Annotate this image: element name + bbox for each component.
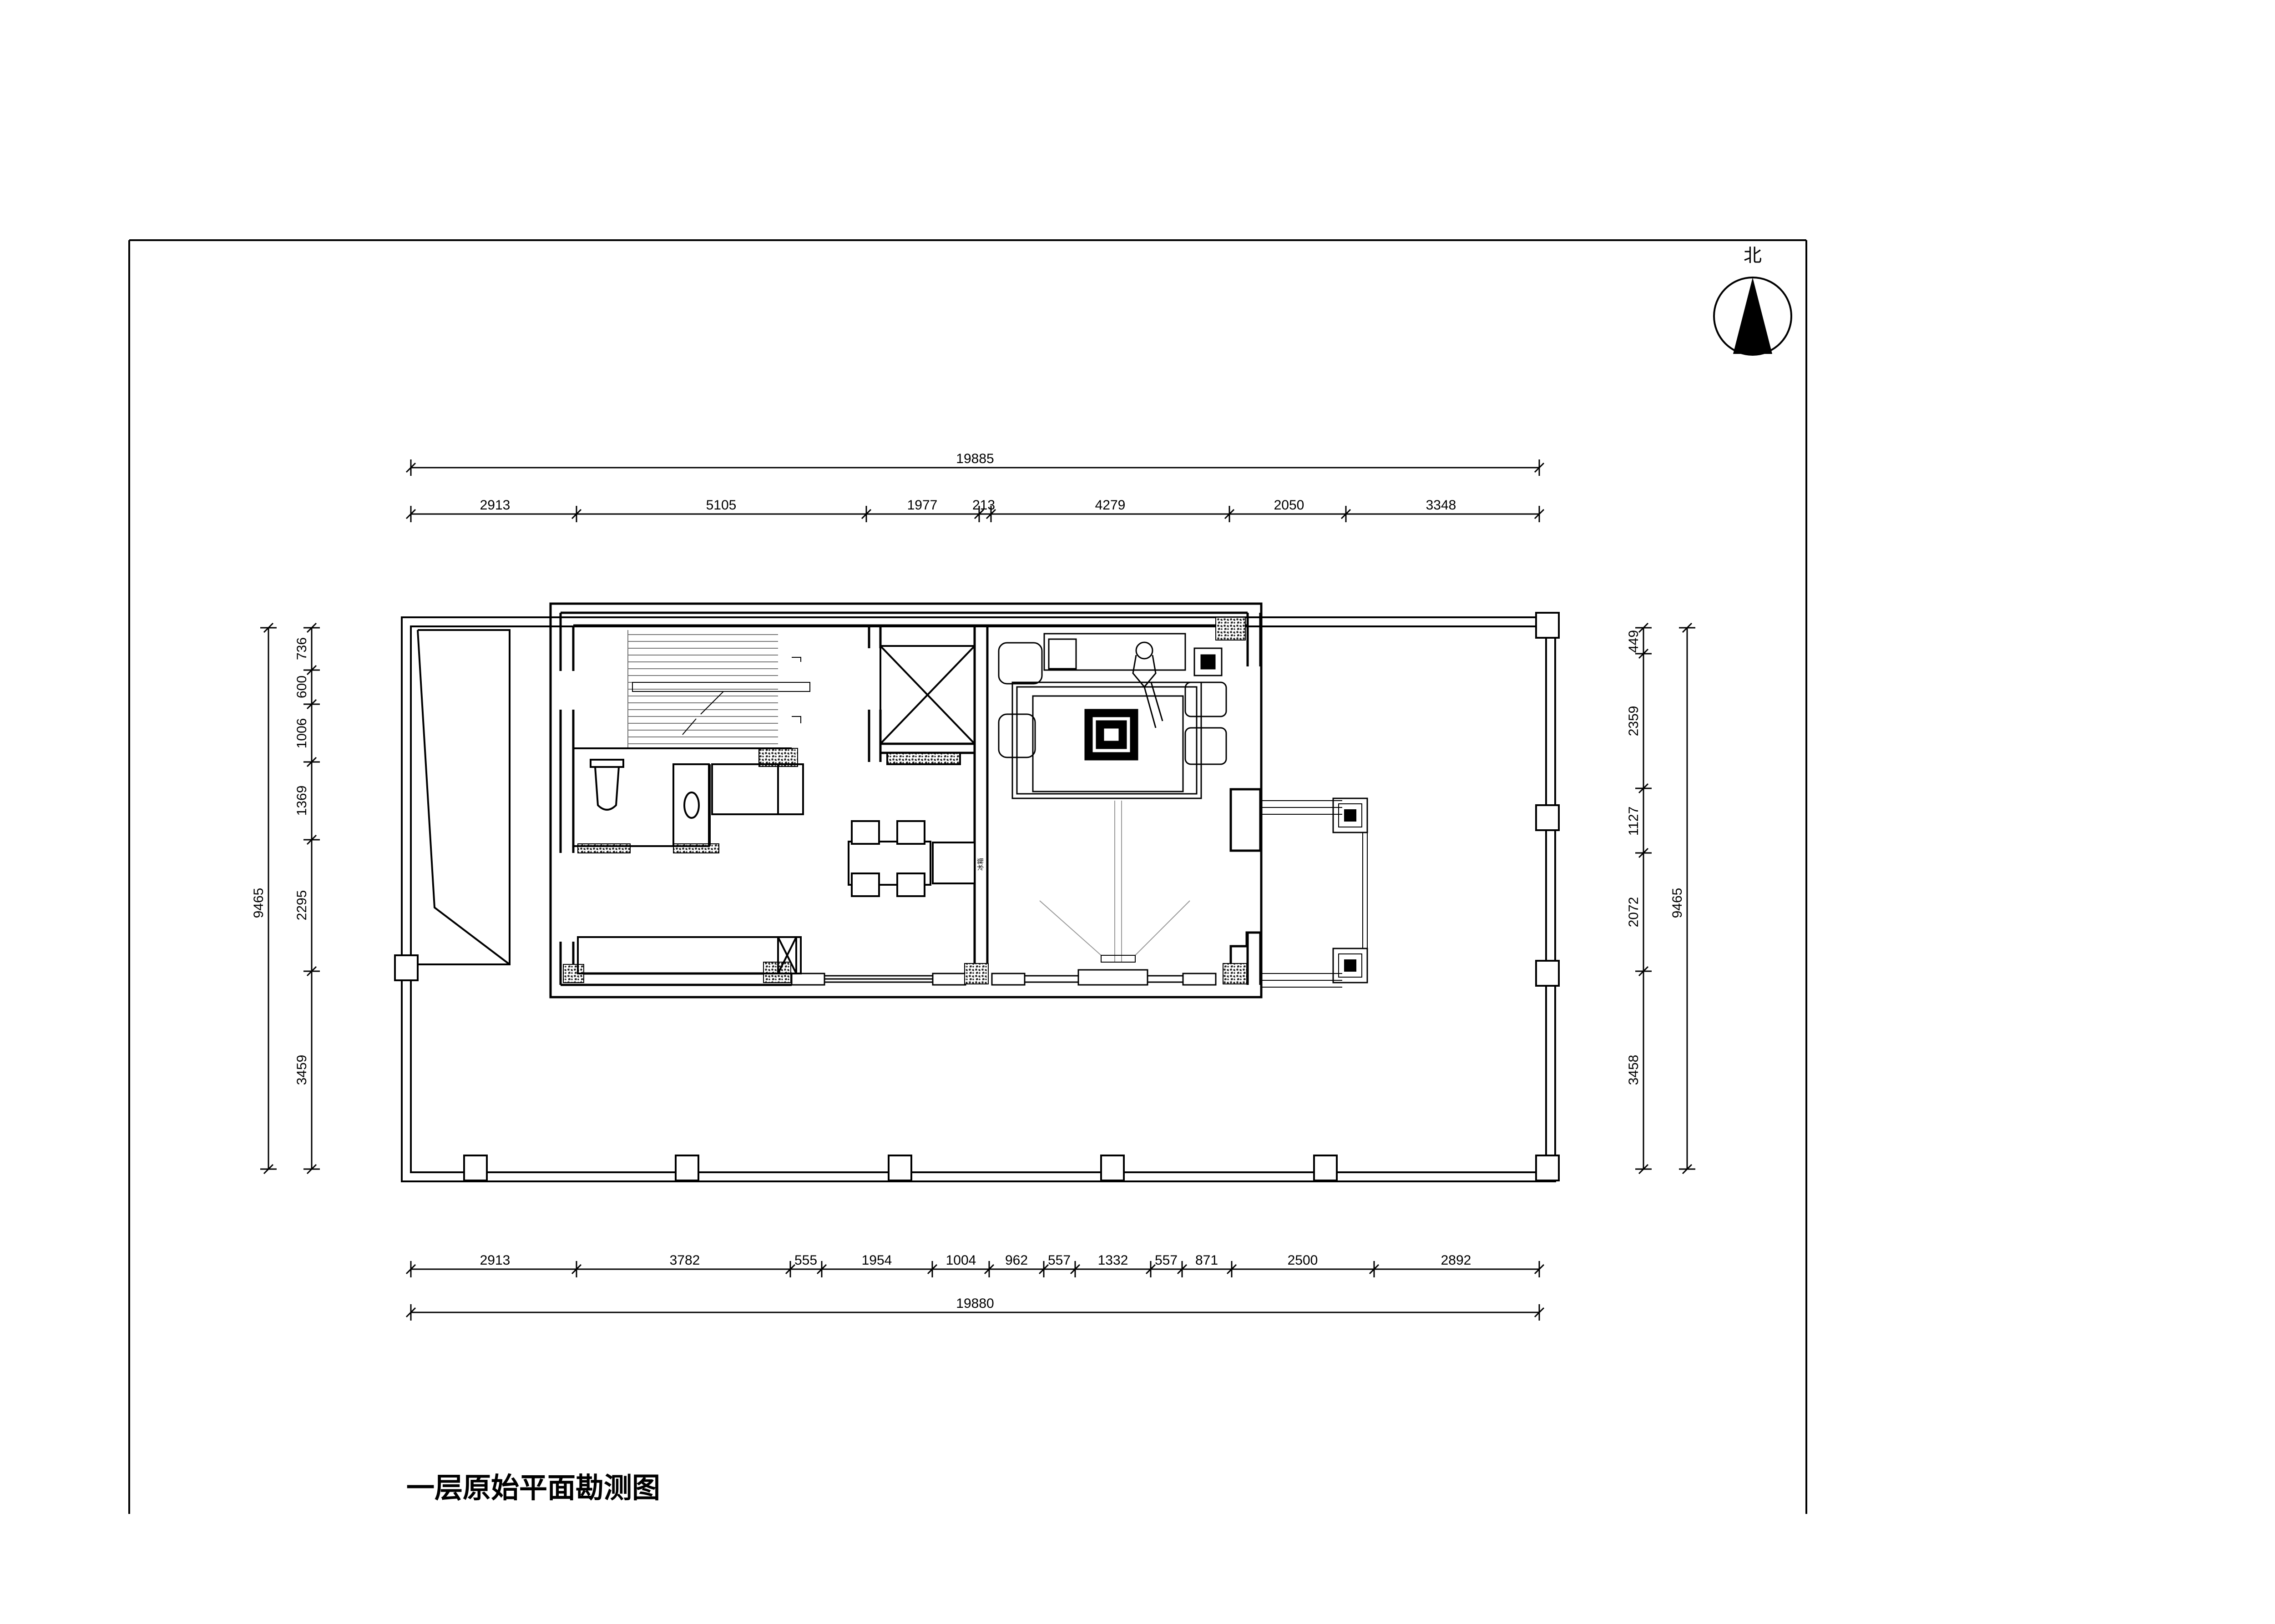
- dim-left-5: 2295: [294, 890, 309, 921]
- left-dimension-text: 9465 736 600 1006 1369 2295 3459: [251, 637, 309, 1085]
- dim-bottom-12: 2892: [1441, 1253, 1471, 1268]
- fridge: [932, 842, 976, 884]
- dim-left-1: 736: [294, 637, 309, 660]
- dim-top-2: 5105: [706, 498, 737, 513]
- column: [1100, 1155, 1125, 1181]
- cabinet: [711, 763, 804, 815]
- dim-bottom-6: 962: [1005, 1253, 1028, 1268]
- top-dimension-text: 19885 2913 5105 1977 213 4279 2050 3348: [480, 451, 1456, 513]
- bottom-dimension-text: 2913 3782 555 1954 1004 962 557 1332 557…: [480, 1253, 1471, 1311]
- living-room-furniture: [998, 633, 1227, 799]
- dim-top-4: 213: [972, 498, 995, 513]
- dim-left-4: 1369: [294, 786, 309, 816]
- dim-top-7: 3348: [1426, 498, 1456, 513]
- dim-right-5: 3458: [1626, 1055, 1641, 1085]
- lighting-guide-lines: [1039, 801, 1190, 963]
- dim-right-4: 2072: [1626, 897, 1641, 928]
- fridge-label: 冰箱: [977, 858, 985, 871]
- right-dimension-chain: [1635, 622, 1695, 1175]
- chair: [851, 873, 880, 897]
- column: [888, 1155, 912, 1181]
- dim-right-total: 9465: [1670, 888, 1685, 918]
- elevator-shaft: [880, 645, 976, 765]
- toilet-bowl: [594, 766, 620, 811]
- dim-left-6: 3459: [294, 1055, 309, 1085]
- dim-bottom-8: 1332: [1098, 1253, 1128, 1268]
- chair: [851, 820, 880, 845]
- toilet: [590, 759, 624, 768]
- dim-left-total: 9465: [251, 888, 266, 918]
- yard-wall: [401, 616, 1556, 1182]
- dim-top-3: 1977: [907, 498, 938, 513]
- ramp: [417, 629, 511, 965]
- dim-bottom-9: 557: [1155, 1253, 1178, 1268]
- side-stool: [1184, 727, 1227, 765]
- dim-left-2: 600: [294, 676, 309, 698]
- kitchen-counter: [577, 936, 802, 974]
- dim-bottom-11: 2500: [1288, 1253, 1318, 1268]
- north-arrow-icon: 北: [1713, 245, 1792, 356]
- dim-right-2: 2359: [1626, 706, 1641, 736]
- column: [1535, 804, 1560, 831]
- vanity: [672, 763, 710, 847]
- right-dimension-text: 449 2359 1127 2072 3458 9465: [1626, 630, 1685, 1085]
- dim-bottom-total: 19880: [956, 1296, 994, 1311]
- dim-top-5: 4279: [1095, 498, 1126, 513]
- dim-bottom-1: 2913: [480, 1253, 511, 1268]
- staircase: [627, 630, 810, 748]
- column: [1313, 1155, 1338, 1181]
- dim-right-1: 449: [1626, 630, 1641, 653]
- dim-bottom-4: 1954: [862, 1253, 892, 1268]
- left-dimension-chain: [260, 622, 320, 1175]
- dining-set: [848, 820, 976, 897]
- dim-top-1: 2913: [480, 498, 511, 513]
- chair: [896, 873, 925, 897]
- dim-top-total: 19885: [956, 451, 994, 466]
- dim-left-3: 1006: [294, 718, 309, 749]
- yard-columns: [394, 612, 1560, 1181]
- dim-bottom-5: 1004: [946, 1253, 976, 1268]
- washroom: [573, 747, 804, 847]
- armchair: [998, 642, 1043, 685]
- bottom-dimension-chain: [405, 1261, 1545, 1321]
- dim-right-3: 1127: [1626, 807, 1641, 836]
- column: [1535, 612, 1560, 639]
- dim-bottom-7: 557: [1048, 1253, 1071, 1268]
- drawing-frame: [128, 239, 1807, 1514]
- dim-bottom-10: 871: [1195, 1253, 1218, 1268]
- porch: [1261, 797, 1368, 988]
- column: [394, 954, 419, 981]
- column: [1535, 1155, 1560, 1181]
- dim-bottom-2: 3782: [670, 1253, 700, 1268]
- dim-top-6: 2050: [1274, 498, 1304, 513]
- south-windows: [791, 969, 1217, 986]
- chair: [896, 820, 925, 845]
- rug: [1011, 681, 1202, 799]
- side-stool: [1184, 681, 1227, 717]
- washbasin: [683, 792, 700, 819]
- column: [463, 1155, 488, 1181]
- drawing-title: 一层原始平面勘测图: [406, 1471, 660, 1504]
- column: [675, 1155, 699, 1181]
- top-dimension-chain: [405, 459, 1545, 522]
- column: [1535, 960, 1560, 987]
- north-label: 北: [1744, 245, 1762, 266]
- dim-bottom-3: 555: [794, 1253, 817, 1268]
- person-figure-icon: [1132, 641, 1163, 728]
